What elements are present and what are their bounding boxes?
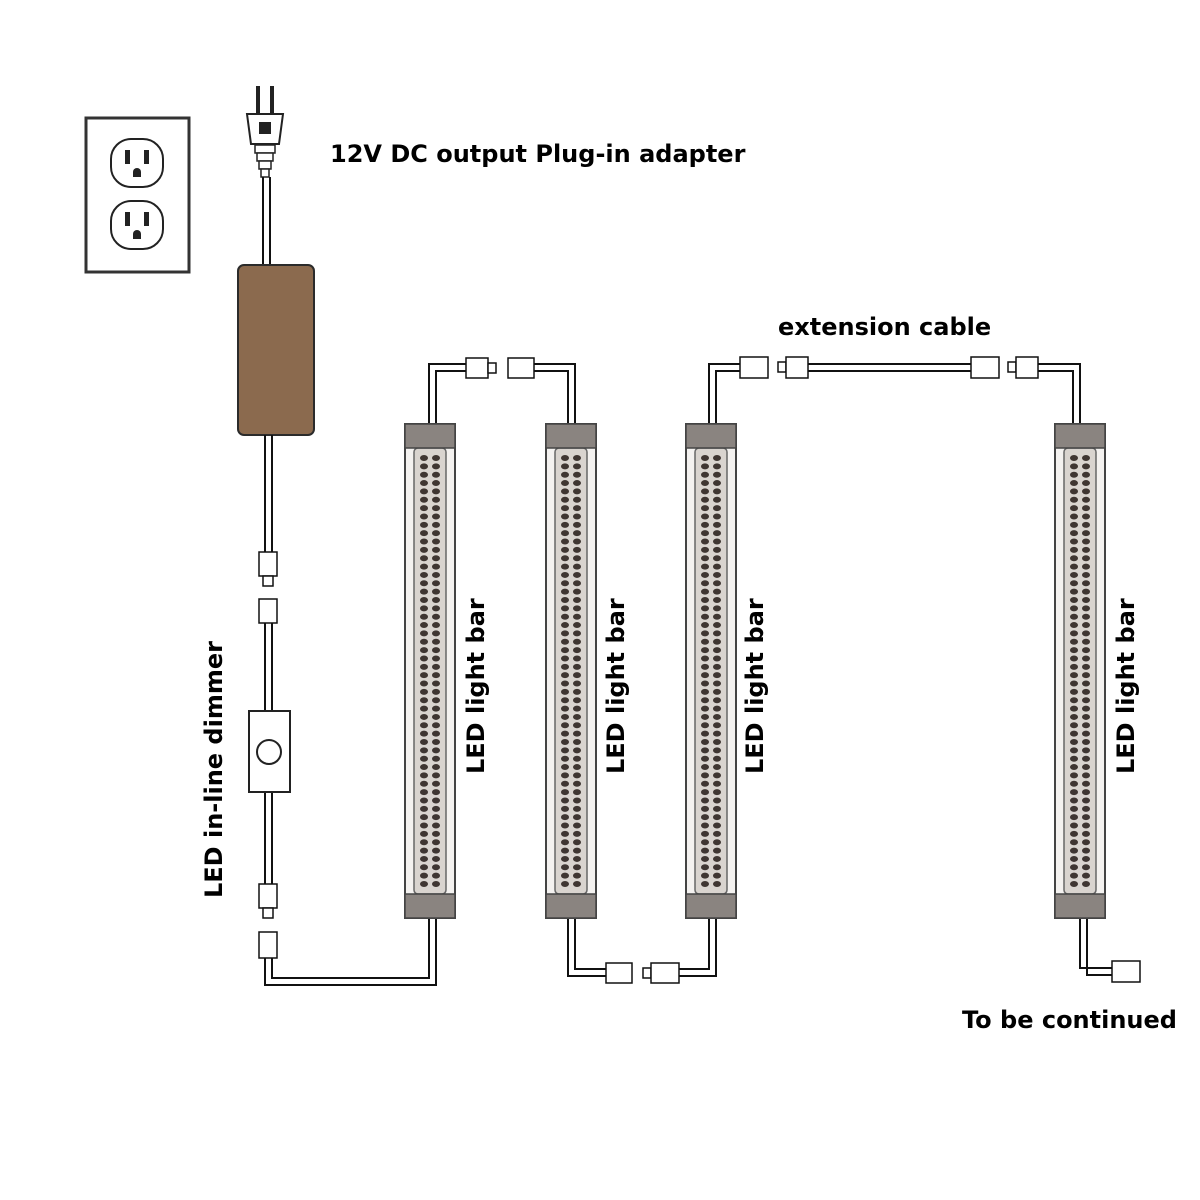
link-cable-bar2-bar3 xyxy=(567,918,717,984)
light-bars xyxy=(404,423,1106,919)
led-light-bar-2 xyxy=(545,423,597,919)
link-cable-bar1-bar2 xyxy=(428,357,576,423)
power-adapter xyxy=(237,264,315,436)
bar-end-cap xyxy=(404,893,456,919)
dimmer-cable xyxy=(258,435,437,986)
bar-end-cap xyxy=(545,893,597,919)
light-bar-label-3: LED light bar xyxy=(741,598,769,774)
led-light-bar-4 xyxy=(1054,423,1106,919)
led-light-bar-1 xyxy=(404,423,456,919)
led-light-bar-3 xyxy=(685,423,737,919)
led-chips xyxy=(701,455,721,887)
extension-cable-label: extension cable xyxy=(778,313,991,341)
dimmer-label: LED in-line dimmer xyxy=(200,641,228,898)
power-cord xyxy=(262,177,271,266)
bar-end-cap xyxy=(685,423,737,449)
bar-end-cap xyxy=(404,423,456,449)
adapter-label: 12V DC output Plug-in adapter xyxy=(330,140,746,168)
light-bar-label-1: LED light bar xyxy=(462,598,490,774)
bar-end-cap xyxy=(685,893,737,919)
continued-label: To be continued xyxy=(962,1006,1177,1034)
bar-end-cap xyxy=(545,423,597,449)
led-chips xyxy=(1070,455,1090,887)
wall-outlet-icon xyxy=(84,116,191,274)
extension-cable xyxy=(708,356,1081,423)
light-bar-label-4: LED light bar xyxy=(1112,598,1140,774)
bar-end-cap xyxy=(1054,423,1106,449)
output-cable xyxy=(1079,918,1141,983)
led-chips xyxy=(561,455,581,887)
dimmer-knob-icon xyxy=(248,710,291,793)
led-chips xyxy=(420,455,440,887)
bar-end-cap xyxy=(1054,893,1106,919)
light-bar-label-2: LED light bar xyxy=(602,598,630,774)
ac-plug-icon xyxy=(245,86,285,178)
